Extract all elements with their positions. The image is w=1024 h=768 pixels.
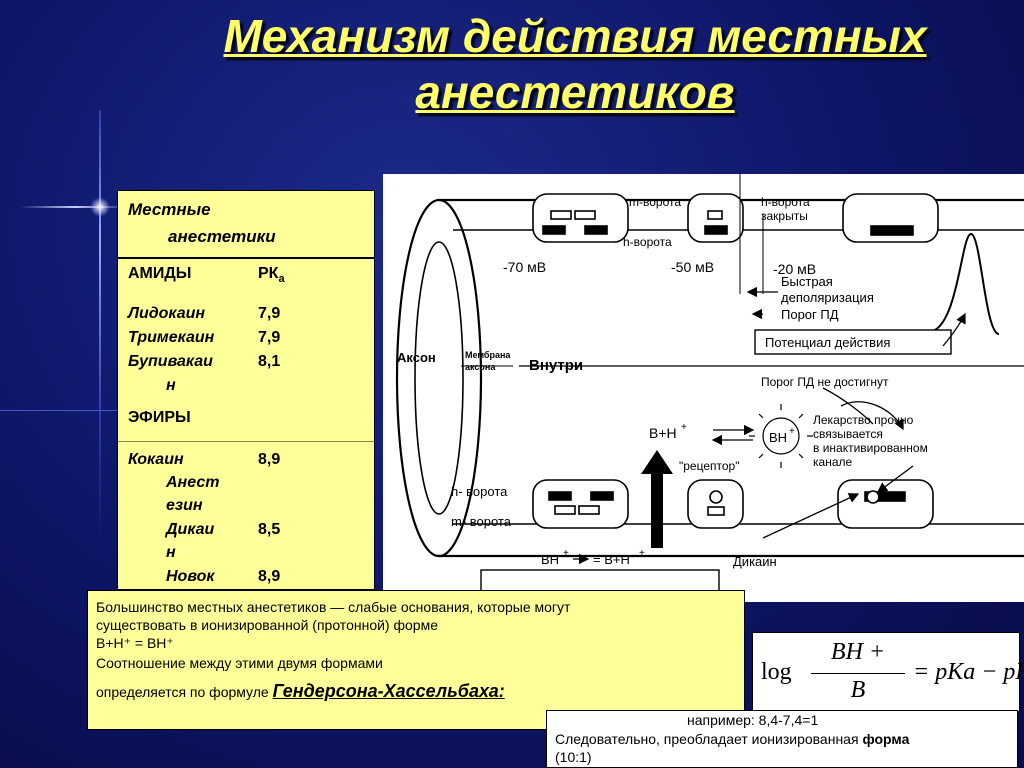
membrane-label-1: Мембрана: [465, 350, 511, 360]
top-ion-channels: [532, 193, 939, 243]
threshold-label: Порог ПД: [781, 307, 839, 322]
axon-label: Аксон: [397, 350, 436, 365]
example-box: например: 8,4-7,4=1 Следовательно, преоб…: [546, 710, 1018, 768]
bh-equation-superscript: +: [563, 548, 569, 559]
amide-name: Лидокаин: [128, 305, 206, 322]
amide-pka: 7,9: [258, 305, 281, 322]
h-gates-closed-label-2: закрыты: [761, 209, 808, 223]
formula-fraction-bar: [811, 673, 905, 674]
note-line-5: определяется по формуле Гендерсона-Хассе…: [96, 681, 505, 701]
table-header: Местные анестетики: [118, 191, 374, 259]
receptor-label: "рецептор": [679, 459, 740, 473]
formula-rhs: = pKa − pH: [913, 659, 1024, 685]
amides-label: АМИДЫ: [128, 265, 192, 282]
ester-name-wrap: н: [166, 544, 176, 561]
note-line-3: B+H⁺ = BH⁺: [96, 635, 174, 651]
membrane-label-2: аксона: [465, 362, 496, 372]
action-potential-label: Потенциал действия: [765, 335, 890, 350]
formula-denominator: B: [850, 677, 866, 703]
threshold-not-reached-label: Порог ПД не достигнут: [761, 375, 889, 389]
m-gates-bottom-label: m- ворота: [451, 514, 512, 529]
ester-name: Дикаи: [166, 521, 215, 538]
amide-pka: 7,9: [258, 329, 281, 346]
bottom-ion-channels: [532, 479, 934, 529]
bh-ion-icon: [749, 404, 813, 468]
bh-equation-right: = B+H: [593, 552, 630, 567]
ester-pka: 8,5: [258, 521, 281, 538]
fast-depolarization-1: Быстрая: [781, 274, 833, 289]
drug-label-2: связывается: [813, 427, 883, 441]
action-potential-box: [754, 329, 952, 355]
axon-diagram: Аксон Мембрана аксона Внутри m-ворота h-…: [383, 174, 1024, 602]
ester-name: Кокаин: [128, 451, 184, 468]
formula-numerator: BH +: [830, 639, 886, 665]
henderson-formula: log BH + B = pKa − pH: [752, 632, 1024, 712]
table-header-line-2: анестетики: [168, 227, 276, 246]
table-divider: [118, 441, 374, 442]
fast-depolarization-2: деполяризация: [781, 290, 874, 305]
sparkle-beam: [99, 110, 101, 540]
anesthetics-table: Местные анестетики АМИДЫ РКа Лидокаин 7,…: [117, 190, 375, 590]
dicaine-label: Дикаин: [733, 554, 777, 569]
action-potential-spike: [927, 232, 1000, 335]
bh-plus-h-superscript: +: [681, 422, 687, 433]
note-line-1: Большинство местных анестетиков — слабые…: [96, 599, 571, 615]
h-gates-label: h-ворота: [623, 235, 672, 249]
voltage-20: -20 мВ: [773, 261, 816, 277]
note-line-4: Соотношение между этими двумя формами: [96, 655, 383, 671]
equilibrium-arrows: [573, 286, 966, 565]
bh-plus-h-label: B+H: [649, 425, 677, 441]
voltage-50: -50 мВ: [671, 259, 714, 275]
voltage-70: -70 мВ: [503, 259, 546, 275]
amide-name: Бупивакаи: [128, 353, 213, 370]
title-line-2: анестетиков: [415, 66, 735, 118]
table-header-line-1: Местные: [128, 200, 211, 219]
henderson-hasselbalch-label: Гендерсона-Хассельбаха:: [272, 681, 505, 701]
uptake-arrow-icon: [641, 450, 673, 548]
drug-label-3: в инактивированном: [813, 441, 928, 455]
drug-label-4: канале: [813, 455, 852, 469]
esters-label: ЭФИРЫ: [128, 409, 191, 426]
title-line-1: Механизм действия местных: [223, 10, 927, 62]
bh-superscript: +: [789, 426, 795, 437]
slide-title: Механизм действия местных анестетиков: [140, 8, 1010, 120]
amide-name: Тримекаин: [128, 329, 215, 346]
amide-name-wrap: н: [166, 377, 176, 394]
example-line-2: Следовательно, преобладает ионизированна…: [555, 731, 910, 747]
decorative-line: [0, 410, 118, 411]
axon-diagram-svg: Аксон Мембрана аксона Внутри m-ворота h-…: [395, 174, 1024, 602]
amide-pka: 8,1: [258, 353, 281, 370]
bh-equation-left: BH: [541, 552, 559, 567]
h-gates-closed-label-1: h-ворота: [761, 195, 810, 209]
formula-log: log: [761, 659, 792, 685]
m-gates-label: m-ворота: [629, 195, 681, 209]
inside-label: Внутри: [529, 357, 583, 374]
sparkle-flare: [20, 206, 130, 208]
note-line-2: существовать в ионизированной (протонной…: [96, 617, 438, 633]
sparkle-star-icon: [90, 197, 110, 217]
ester-name: Новок: [166, 568, 215, 585]
ester-pka: 8,9: [258, 451, 281, 468]
example-line-1: например: 8,4-7,4=1: [687, 712, 819, 728]
pka-label: РКа: [258, 265, 285, 286]
explanation-note: Большинство местных анестетиков — слабые…: [87, 590, 745, 730]
h-gates-bottom-label: h- ворота: [451, 484, 508, 499]
ester-name: Анест: [166, 474, 220, 491]
ester-pka: 8,9: [258, 568, 281, 585]
bh-equation-right-superscript: +: [639, 548, 645, 559]
ester-name-wrap: езин: [166, 497, 203, 514]
bh-label: BH: [769, 430, 787, 445]
drug-label-1: Лекарство прочно: [813, 413, 914, 427]
example-line-3: (10:1): [555, 749, 592, 765]
